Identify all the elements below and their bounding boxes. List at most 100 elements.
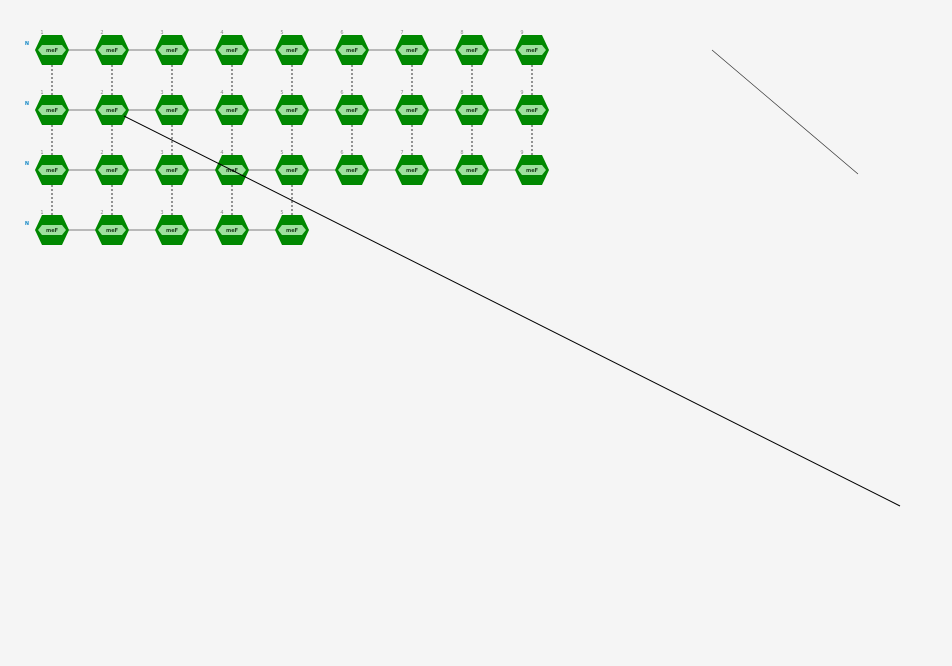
node-label: meF — [166, 108, 178, 114]
node-label: meF — [226, 228, 238, 234]
diagonal-line-short — [711, 49, 859, 175]
node-hexagon-inner — [98, 105, 126, 115]
diagonal-line-long — [123, 115, 901, 507]
node-number: 1 — [40, 30, 43, 36]
node-2-8[interactable]: meF 8 — [455, 90, 489, 125]
node-hexagon-inner — [278, 165, 306, 175]
node-label: meF — [106, 168, 118, 174]
node-number: 5 — [280, 150, 283, 156]
node-1-2[interactable]: meF 2 — [95, 30, 129, 65]
node-2-1[interactable]: meF 1 — [35, 90, 69, 125]
row-label: N — [25, 41, 29, 47]
node-label: meF — [286, 48, 298, 54]
row-label: N — [25, 101, 29, 107]
node-number: 2 — [100, 30, 103, 36]
node-label: meF — [406, 168, 418, 174]
node-number: 8 — [460, 90, 463, 96]
node-hexagon-inner — [518, 105, 546, 115]
node-label: meF — [46, 108, 58, 114]
node-hexagon-inner — [98, 225, 126, 235]
node-label: meF — [106, 108, 118, 114]
node-number: 9 — [520, 150, 523, 156]
node-label: meF — [466, 48, 478, 54]
node-label: meF — [526, 168, 538, 174]
row-label: N — [25, 221, 29, 227]
node-3-2[interactable]: meF 2 — [95, 150, 129, 185]
node-number: 3 — [160, 210, 163, 216]
node-label: meF — [466, 108, 478, 114]
node-number: 4 — [220, 90, 223, 96]
node-number: 4 — [220, 150, 223, 156]
node-hexagon-inner — [158, 45, 186, 55]
node-number: 3 — [160, 30, 163, 36]
node-label: meF — [46, 228, 58, 234]
node-label: meF — [346, 168, 358, 174]
overlay-layer — [123, 49, 901, 507]
node-label: meF — [406, 48, 418, 54]
node-1-9[interactable]: meF 9 — [515, 30, 549, 65]
node-label: meF — [286, 228, 298, 234]
node-hexagon-inner — [38, 45, 66, 55]
node-hexagon-inner — [338, 165, 366, 175]
node-number: 3 — [160, 90, 163, 96]
node-number: 9 — [520, 30, 523, 36]
node-number: 1 — [40, 150, 43, 156]
node-label: meF — [526, 108, 538, 114]
node-3-3[interactable]: meF 3 — [155, 150, 189, 185]
node-number: 4 — [220, 210, 223, 216]
node-hexagon-inner — [38, 105, 66, 115]
node-2-9[interactable]: meF 9 — [515, 90, 549, 125]
node-label: meF — [166, 168, 178, 174]
node-hexagon-inner — [398, 45, 426, 55]
node-number: 3 — [160, 150, 163, 156]
node-1-5[interactable]: meF 5 — [275, 30, 309, 65]
node-3-9[interactable]: meF 9 — [515, 150, 549, 185]
node-hexagon-inner — [278, 45, 306, 55]
node-1-4[interactable]: meF 4 — [215, 30, 249, 65]
node-number: 4 — [220, 30, 223, 36]
node-number: 2 — [100, 150, 103, 156]
node-label: meF — [466, 168, 478, 174]
node-label: meF — [106, 48, 118, 54]
node-label: meF — [526, 48, 538, 54]
node-label: meF — [46, 168, 58, 174]
node-label: meF — [406, 108, 418, 114]
node-hexagon-inner — [458, 105, 486, 115]
node-number: 8 — [460, 30, 463, 36]
node-hexagon-inner — [218, 45, 246, 55]
node-1-8[interactable]: meF 8 — [455, 30, 489, 65]
node-number: 1 — [40, 210, 43, 216]
node-number: 7 — [400, 30, 403, 36]
node-label: meF — [106, 228, 118, 234]
node-1-7[interactable]: meF 7 — [395, 30, 429, 65]
node-4-4[interactable]: meF 4 — [215, 210, 249, 245]
node-2-3[interactable]: meF 3 — [155, 90, 189, 125]
node-hexagon-inner — [218, 225, 246, 235]
node-hexagon-inner — [398, 165, 426, 175]
node-number: 1 — [40, 90, 43, 96]
node-number: 5 — [280, 30, 283, 36]
node-label: meF — [346, 48, 358, 54]
node-number: 9 — [520, 90, 523, 96]
node-label: meF — [226, 48, 238, 54]
node-label: meF — [286, 108, 298, 114]
node-4-1[interactable]: meF 1 — [35, 210, 69, 245]
node-3-1[interactable]: meF 1 — [35, 150, 69, 185]
